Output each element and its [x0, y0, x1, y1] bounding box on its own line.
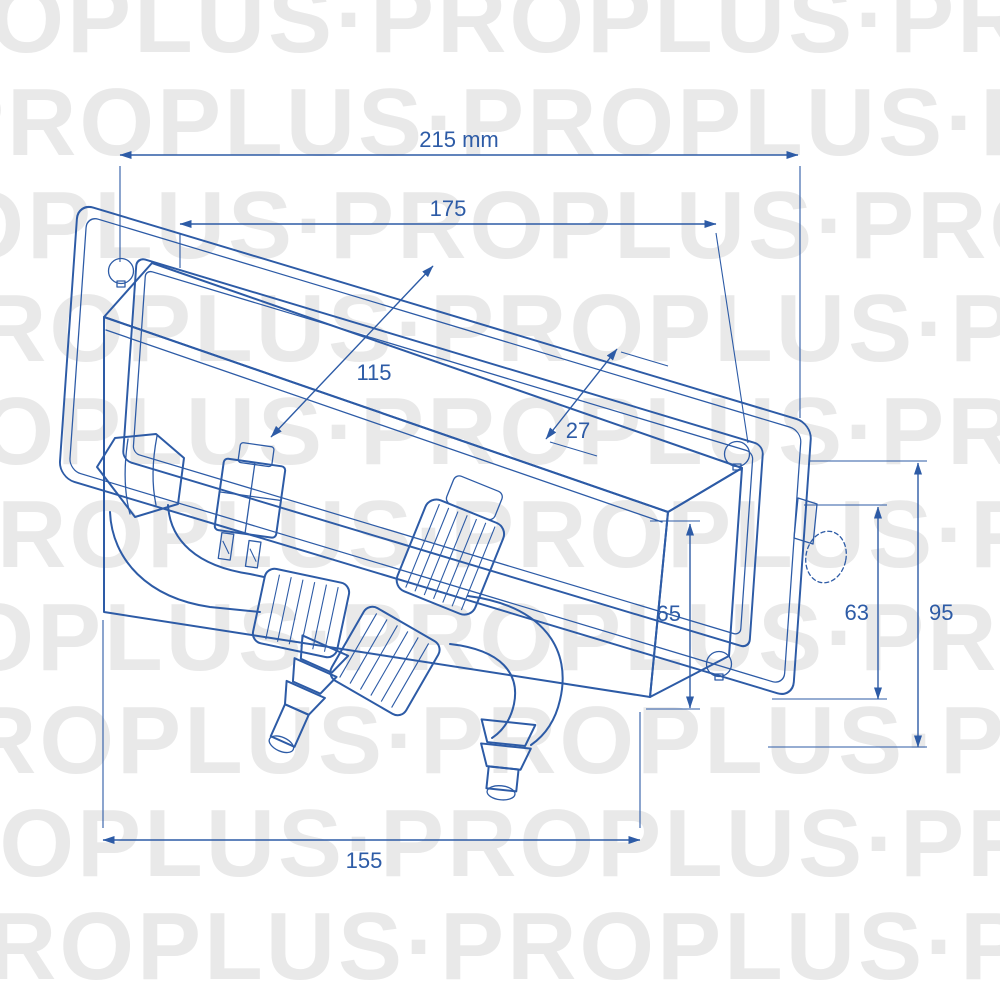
- inlet-pipe: [109, 504, 265, 613]
- side-knob: [805, 530, 847, 584]
- dimension-opening-width: 175: [179, 196, 749, 444]
- spade-terminal: [217, 531, 235, 561]
- watermark-row: PROPLUS·PROPLUS·PROPLUS·PROPLUS: [0, 275, 1000, 382]
- bezel-inner-lip: [69, 218, 802, 683]
- elbow-pipe: [449, 595, 564, 746]
- watermark-row: PROPLUS·PROPLUS·PROPLUS·PROPLUS: [0, 378, 1000, 485]
- watermark-row: PROPLUS·PROPLUS·PROPLUS·PROPLUS: [0, 687, 1000, 794]
- fitting-left-union: [251, 567, 351, 659]
- watermark-row: PROPLUS·PROPLUS·PROPLUS·PROPLUS: [0, 893, 1000, 1000]
- dimension-flange-depth: 27: [545, 348, 669, 457]
- panel-opening-lip: [132, 270, 754, 635]
- watermark-row: PROPLUS·PROPLUS·PROPLUS·PROPLUS: [0, 0, 1000, 73]
- body-right-face: [649, 467, 743, 698]
- hose-barb-right: [480, 718, 537, 801]
- dimension-overall-height: 95: [768, 460, 953, 748]
- hose-barb-left: [268, 634, 350, 754]
- dim-label-flange-height: 63: [845, 600, 869, 625]
- dim-label-flange-depth: 27: [566, 418, 590, 443]
- bezel-outer-edge: [58, 205, 812, 695]
- dimension-body-height: 65: [646, 520, 700, 710]
- dimension-overall-width: 215 mm: [119, 127, 801, 418]
- electrical-connector: [213, 442, 287, 569]
- fitting-center-union: [329, 605, 441, 717]
- dimension-opening-height: 115: [270, 265, 434, 438]
- pump-body: [103, 262, 743, 698]
- dimension-body-length: 155: [102, 620, 641, 873]
- dimension-flange-height: 63: [772, 504, 887, 700]
- panel-bezel: [58, 205, 812, 695]
- dim-label-overall-height: 95: [929, 600, 953, 625]
- fitting-top-stem: [395, 475, 506, 616]
- screw-hole-top-left: [107, 257, 135, 288]
- dim-label-opening-height: 115: [356, 360, 391, 385]
- dim-label-body-height: 65: [657, 601, 681, 626]
- dim-label-opening-width: 175: [430, 196, 467, 221]
- body-top-face: [103, 262, 743, 513]
- dim-label-overall-width: 215 mm: [419, 127, 498, 152]
- dim-label-body-length: 155: [346, 848, 383, 873]
- watermark-row: PROPLUS·PROPLUS·PROPLUS·PROPLUS: [0, 481, 1000, 588]
- cable-gland: [96, 433, 185, 518]
- side-tab: [793, 497, 818, 545]
- spade-terminal: [244, 539, 262, 569]
- panel-opening: [122, 258, 764, 648]
- screw-hole-bottom-right: [705, 650, 733, 681]
